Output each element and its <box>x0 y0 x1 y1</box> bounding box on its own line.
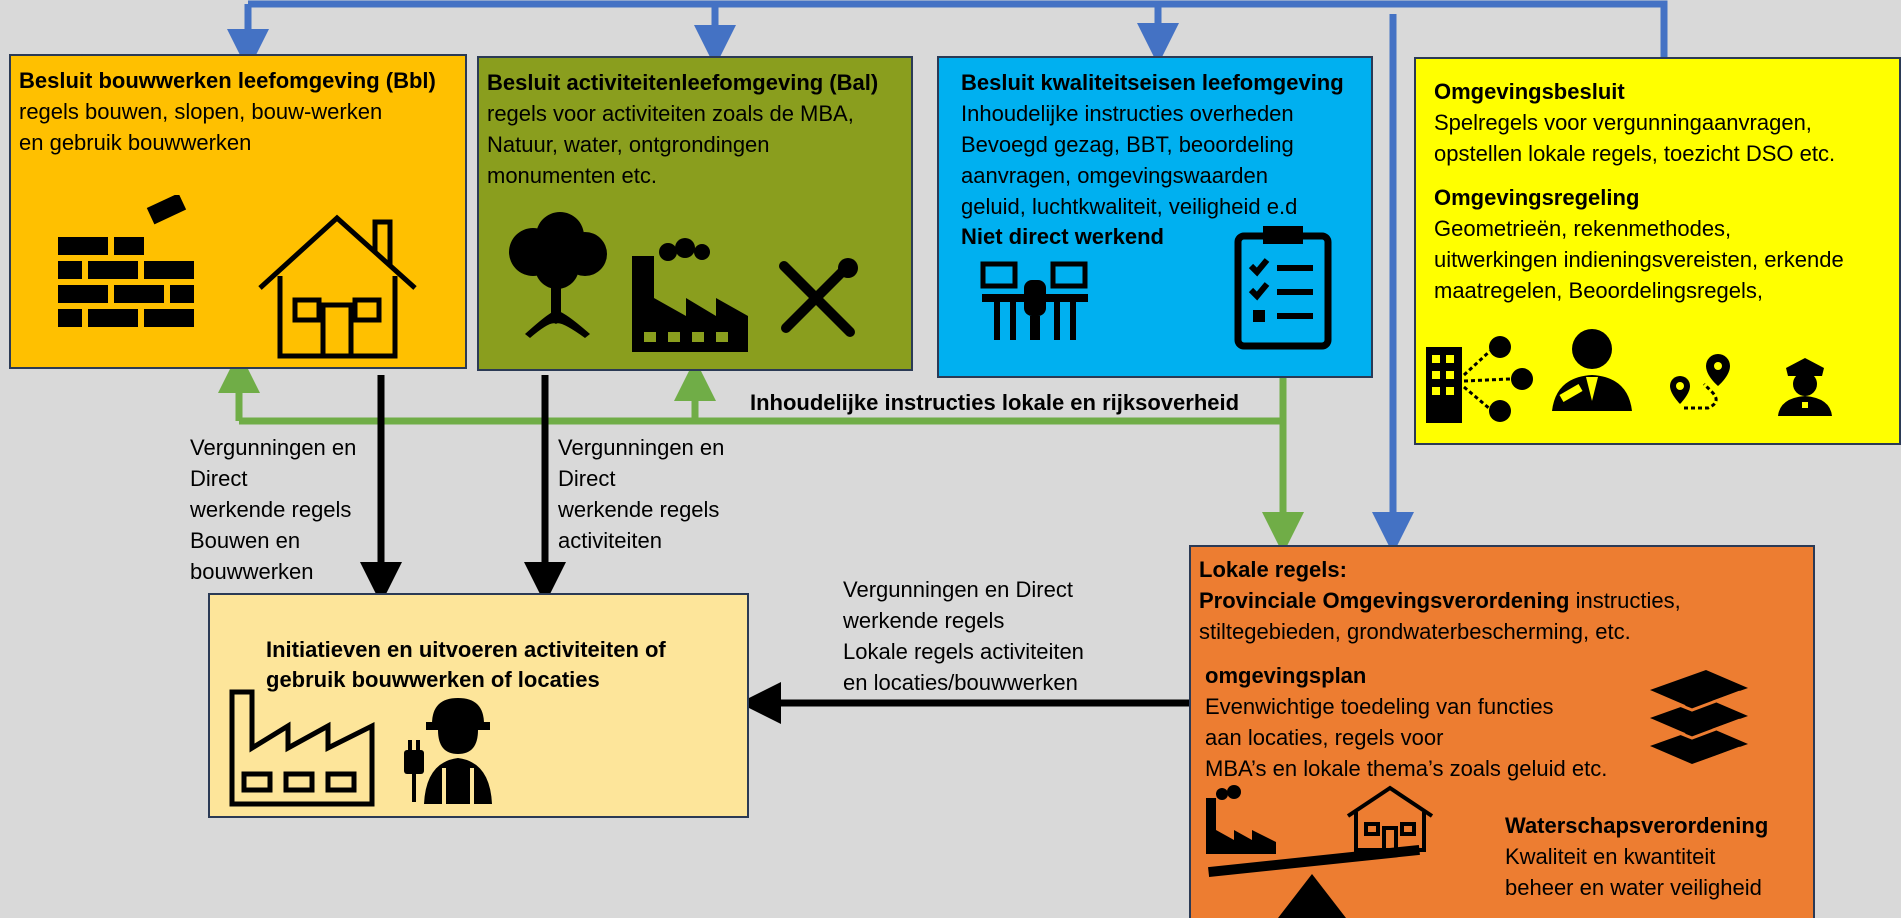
ob-line2: Geometrieën, rekenmethodes, <box>1434 216 1732 241</box>
flow-label-line: activiteiten <box>558 528 662 553</box>
flow-label-line: Direct <box>558 466 616 491</box>
blue-distribution-arrows <box>227 0 1668 554</box>
ob-title2: Omgevingsregeling <box>1434 185 1640 210</box>
bkl-line: aanvragen, omgevingswaarden <box>961 163 1268 188</box>
local-prov-title: Provinciale Omgevingsverordening <box>1199 588 1570 613</box>
flow-label-line: Direct <box>190 466 248 491</box>
ob-line2: maatregelen, Beoordelingsregels, <box>1434 278 1763 303</box>
flow-label-line: werkende regels <box>843 608 1005 633</box>
bkl-note: Niet direct werkend <box>961 224 1164 249</box>
bkl-line: geluid, luchtkwaliteit, veiligheid e.d <box>961 194 1298 219</box>
flow-label-line: werkende regels <box>558 497 720 522</box>
police-officer-icon <box>1778 358 1832 416</box>
bbl-line: en gebruik bouwwerken <box>19 130 252 155</box>
flow-label-line: Vergunningen en <box>558 435 725 460</box>
ws-title: Waterschapsverordening <box>1505 813 1769 838</box>
books-icon <box>1650 670 1748 768</box>
ob-line2: uitwerkingen indieningsvereisten, erkend… <box>1434 247 1844 272</box>
tree-icon <box>509 212 607 338</box>
factory-outline-icon <box>229 689 375 807</box>
ob-line: Spelregels voor vergunningaanvragen, <box>1434 110 1812 135</box>
bbl-flow-label: Vergunningen en Direct werkende regels B… <box>190 432 356 587</box>
lokale-regels-box: Lokale regels: Provinciale Omgevingsvero… <box>1189 545 1815 918</box>
bal-line: regels voor activiteiten zoals de MBA, <box>487 101 854 126</box>
ws-line: beheer en water veiligheid <box>1505 875 1762 900</box>
bkl-box: Besluit kwaliteitseisen leefomgeving Inh… <box>937 56 1373 378</box>
house-icon <box>258 214 417 359</box>
bbl-title: Besluit bouwwerken leefomgeving (Bbl) <box>19 68 436 93</box>
local-plan-line: MBA’s en lokale thema’s zoals geluid etc… <box>1205 756 1608 781</box>
flow-label-line: Vergunningen en Direct <box>843 577 1073 602</box>
route-map-icon <box>1670 354 1730 410</box>
init-title: Initiatieven en uitvoeren activiteiten o… <box>266 637 666 692</box>
bal-line: monumenten etc. <box>487 163 657 188</box>
black-permit-arrows <box>360 375 1202 724</box>
waterschap-block: Waterschapsverordening Kwaliteit en kwan… <box>1505 811 1768 903</box>
ob-title: Omgevingsbesluit <box>1434 79 1625 104</box>
bbl-box: Besluit bouwwerken leefomgeving (Bbl) re… <box>9 54 467 369</box>
local-flow-label: Vergunningen en Direct werkende regels L… <box>843 574 1084 698</box>
flow-label-line: Vergunningen en <box>190 435 357 460</box>
local-prov-text: instructies, <box>1569 588 1681 613</box>
omgevingsbesluit-box: Omgevingsbesluit Spelregels voor vergunn… <box>1414 57 1901 445</box>
flow-label-line: Bouwen en <box>190 528 301 553</box>
checklist-clipboard-icon <box>1234 226 1332 350</box>
local-prov-line2: stiltegebieden, grondwaterbescherming, e… <box>1199 619 1631 644</box>
judge-icon <box>1552 329 1632 411</box>
organization-network-icon <box>1426 336 1533 423</box>
local-plan-line: aan locaties, regels voor <box>1205 725 1444 750</box>
tools-icon <box>779 258 858 337</box>
bal-title: Besluit activiteitenleefomgeving (Bal) <box>487 70 879 95</box>
bal-flow-label: Vergunningen en Direct werkende regels a… <box>558 432 724 556</box>
bkl-line: Inhoudelijke instructies overheden <box>961 101 1294 126</box>
electrician-icon <box>404 698 492 804</box>
factory-icon <box>632 238 748 352</box>
flow-label-line: Lokale regels activiteiten <box>843 639 1084 664</box>
bkl-title: Besluit kwaliteitseisen leefomgeving <box>961 70 1344 95</box>
ws-line: Kwaliteit en kwantiteit <box>1505 844 1716 869</box>
local-plan-title: omgevingsplan <box>1205 663 1367 688</box>
bal-line: Natuur, water, ontgrondingen <box>487 132 770 157</box>
instructies-label: Inhoudelijke instructies lokale en rijks… <box>750 390 1240 415</box>
bbl-line: regels bouwen, slopen, bouw-werken <box>19 99 383 124</box>
meeting-desk-icon <box>980 261 1088 340</box>
ob-line: opstellen lokale regels, toezicht DSO et… <box>1434 141 1836 166</box>
flow-label-line: en locaties/bouwwerken <box>843 670 1078 695</box>
local-plan-line: Evenwichtige toedeling van functies <box>1205 694 1554 719</box>
brick-wall-icon <box>58 195 194 327</box>
flow-label-line: bouwwerken <box>190 559 314 584</box>
flow-label-line: werkende regels <box>190 497 352 522</box>
bkl-line: Bevoegd gezag, BBT, beoordeling <box>961 132 1294 157</box>
green-instruction-arrows <box>218 351 1304 554</box>
local-title: Lokale regels: <box>1199 557 1347 582</box>
factory-house-balance-icon <box>1206 785 1434 918</box>
